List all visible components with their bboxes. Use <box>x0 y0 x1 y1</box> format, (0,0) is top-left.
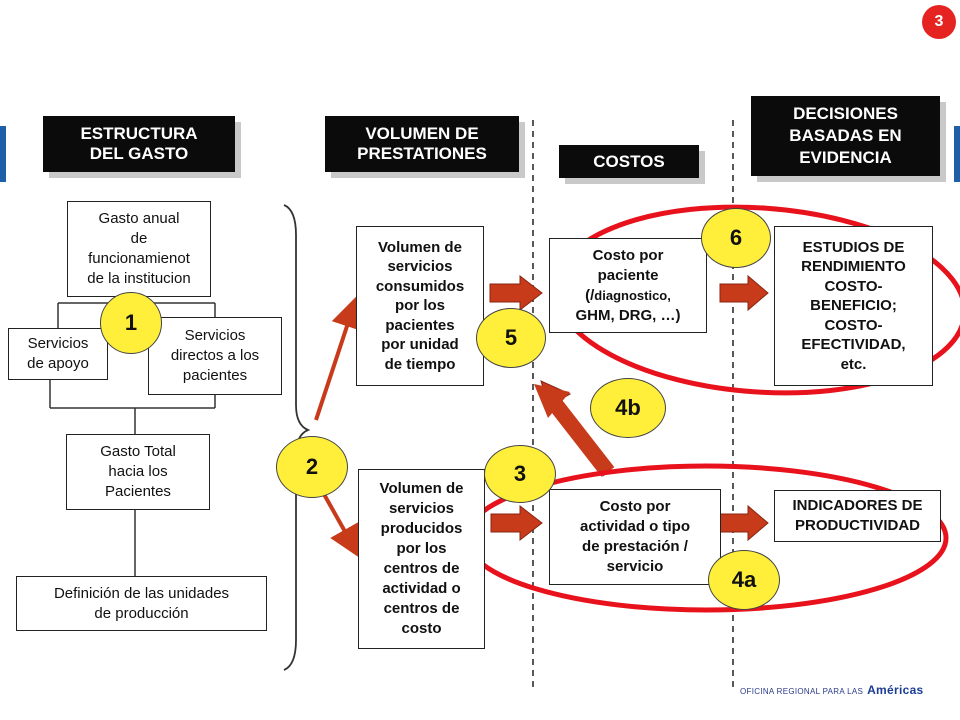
badge-2: 2 <box>276 436 348 498</box>
arrow-4b-head <box>534 384 570 418</box>
badge-6: 6 <box>701 208 771 268</box>
page-number-badge: 3 <box>922 5 956 39</box>
header-volumen-de-prestaciones: VOLUMEN DE PRESTATIONES <box>325 116 519 172</box>
box-indicadores-productividad: INDICADORES DE PRODUCTIVIDAD <box>774 490 941 542</box>
box-definicion-unidades: Definición de las unidades de producción <box>16 576 267 631</box>
box-servicios-directos: Servicios directos a los pacientes <box>148 317 282 395</box>
arrow-4b-shaft <box>545 395 615 477</box>
badge-5: 5 <box>476 308 546 368</box>
box-servicios-de-apoyo: Servicios de apoyo <box>8 328 108 380</box>
badge-3: 3 <box>484 445 556 503</box>
box-volumen-consumidos: Volumen de servicios consumidos por los … <box>356 226 484 386</box>
box-volumen-producidos: Volumen de servicios producidos por los … <box>358 469 485 649</box>
badge-4b: 4b <box>590 378 666 438</box>
brace <box>283 204 311 671</box>
box-gasto-total: Gasto Total hacia los Pacientes <box>66 434 210 510</box>
badge-4a: 4a <box>708 550 780 610</box>
header-costos: COSTOS <box>559 145 699 178</box>
header-decisiones-basadas-en-evidencia: DECISIONES BASADAS EN EVIDENCIA <box>751 96 940 176</box>
box-costo-por-actividad: Costo por actividad o tipo de prestación… <box>549 489 721 585</box>
header-estructura-del-gasto: ESTRUCTURA DEL GASTO <box>43 116 235 172</box>
box-estudios-rendimiento: ESTUDIOS DE RENDIMIENTO COSTO- BENEFICIO… <box>774 226 933 386</box>
tree-lines <box>49 297 216 577</box>
box-costo-por-paciente: Costo por paciente (/diagnostico, GHM, D… <box>549 238 707 333</box>
badge-1: 1 <box>100 292 162 354</box>
left-edge-accent <box>0 126 6 182</box>
arrow-up-from-brace <box>314 295 363 421</box>
box-gasto-anual: Gasto anual de funcionamienot de la inst… <box>67 201 211 297</box>
right-edge-accent <box>954 126 960 182</box>
